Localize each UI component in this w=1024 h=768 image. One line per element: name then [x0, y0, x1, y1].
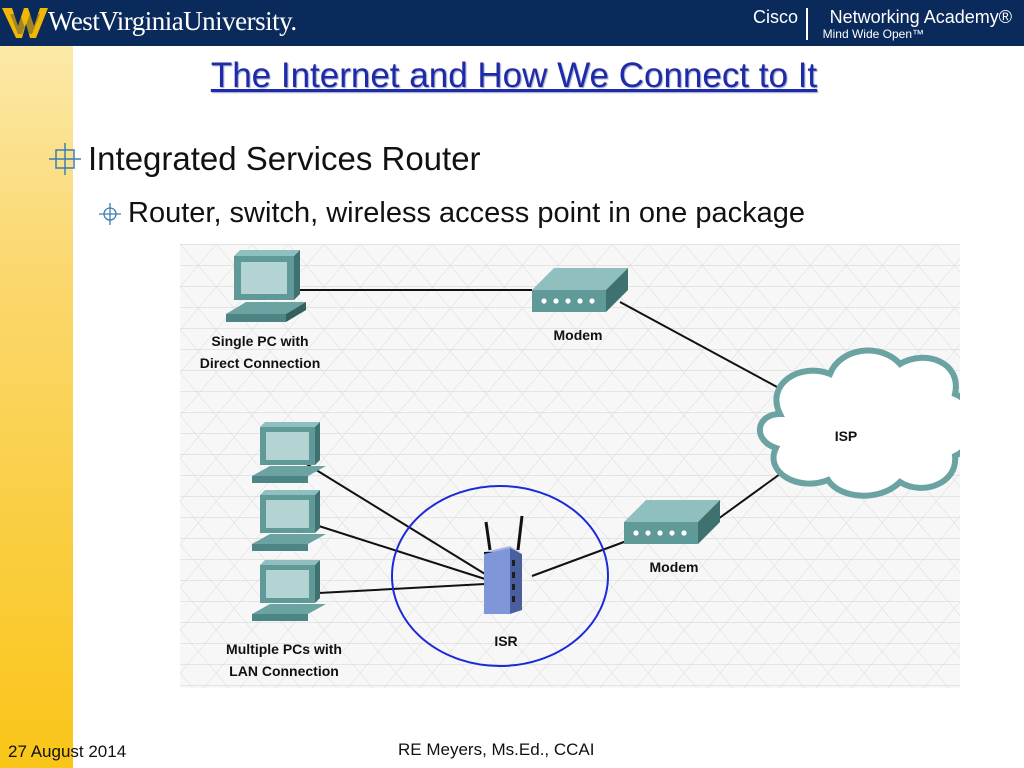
multi-pc-label-line2: LAN Connection — [229, 663, 339, 679]
university-name: WestVirginiaUniversity. — [48, 6, 297, 36]
bullet-text: Integrated Services Router — [88, 140, 481, 177]
modem-bottom-label: Modem — [650, 559, 699, 575]
modem-top-label: Modem — [554, 327, 603, 343]
network-diagram: Single PC with Direct Connection Modem I… — [180, 244, 960, 688]
sub-bullet-text: Router, switch, wireless access point in… — [128, 197, 806, 229]
isr-highlight-circle — [391, 485, 609, 667]
wvu-flying-wv-logo-icon — [2, 8, 48, 38]
footer-author: RE Meyers, Ms.Ed., CCAI — [398, 740, 595, 759]
header-bar: WestVirginiaUniversity. Cisco Networking… — [0, 0, 1024, 46]
brand-divider — [806, 8, 808, 40]
modem-top-icon — [532, 268, 628, 312]
single-pc-label-line1: Single PC with — [211, 333, 308, 349]
network-diagram-svg: Single PC with Direct Connection Modem I… — [180, 244, 960, 688]
crosshair-sub-bullet-icon — [99, 203, 121, 225]
isp-cloud-icon — [756, 347, 960, 499]
single-pc-label-line2: Direct Connection — [200, 355, 321, 371]
lan-pc-1-icon — [252, 422, 326, 483]
lan-pc-2-icon — [252, 490, 326, 551]
cisco-word: Cisco — [752, 7, 798, 27]
single-pc-icon — [226, 250, 306, 322]
modem-bottom-icon — [624, 500, 720, 544]
academy-tagline: Mind Wide Open™ — [822, 27, 924, 41]
academy-name: Networking Academy® — [829, 7, 1012, 27]
isr-router-icon — [484, 515, 524, 614]
isp-label: ISP — [835, 428, 858, 444]
slide-title: The Internet and How We Connect to It — [210, 56, 818, 95]
side-gold-bar — [0, 46, 73, 768]
multi-pc-label-line1: Multiple PCs with — [226, 641, 342, 657]
footer-date: 27 August 2014 — [8, 742, 127, 761]
isr-label: ISR — [494, 633, 517, 649]
lan-pc-3-icon — [252, 560, 326, 621]
crosshair-bullet-icon — [49, 143, 81, 175]
